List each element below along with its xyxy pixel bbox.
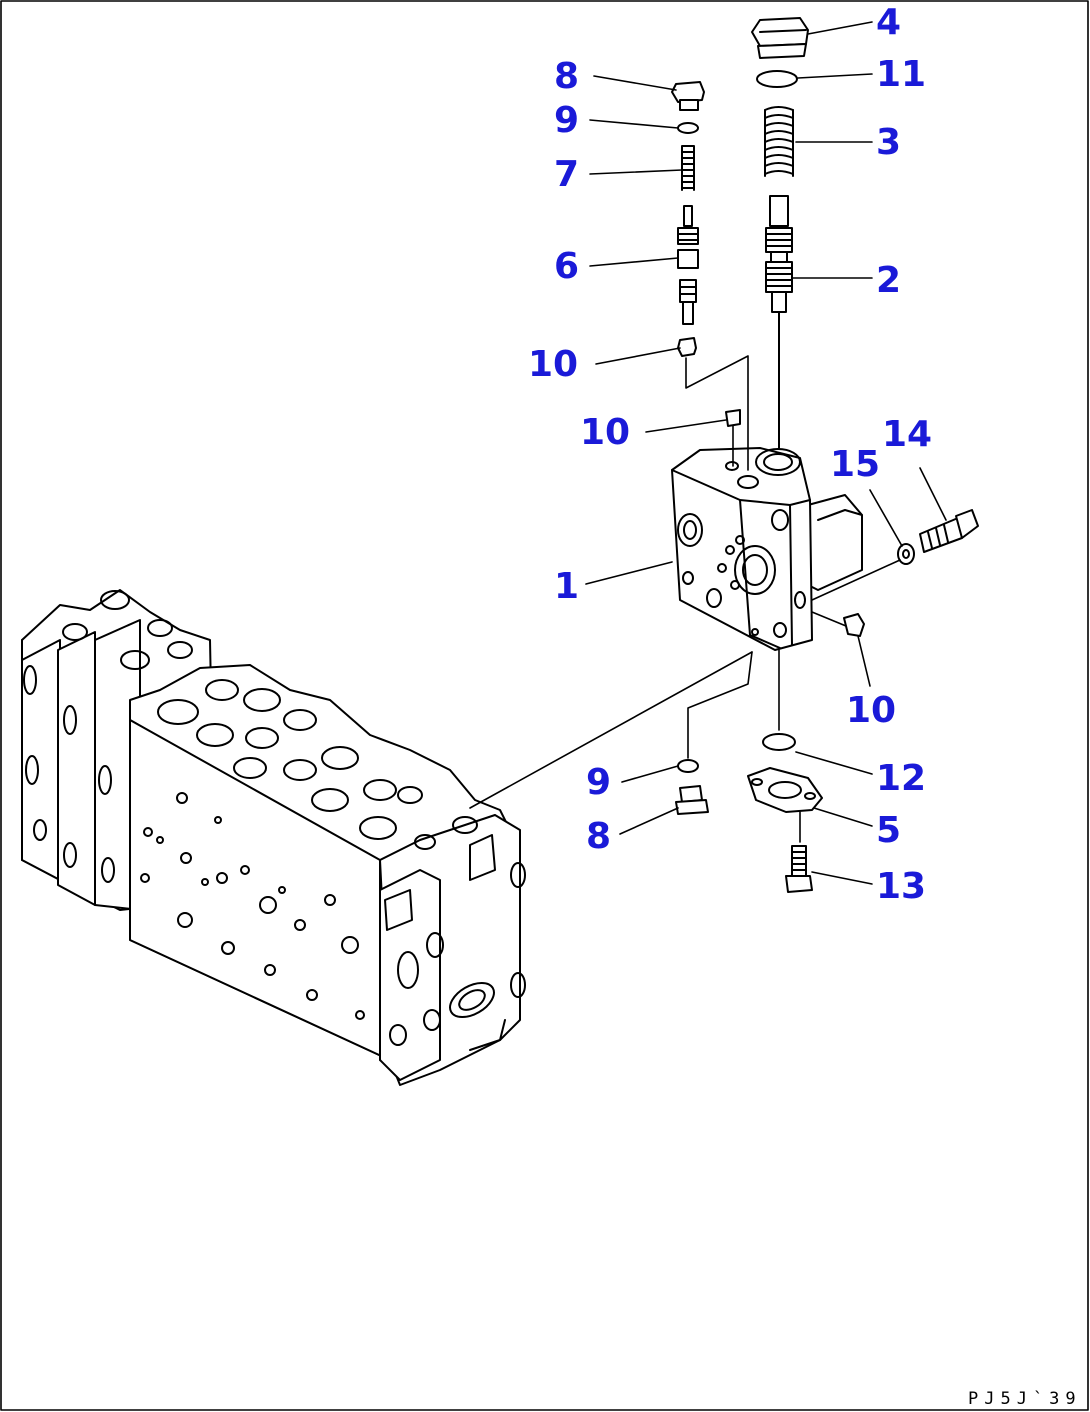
callout-3: 3 bbox=[876, 122, 901, 163]
part-2-spool bbox=[765, 195, 793, 449]
callout-10-a: 10 bbox=[528, 344, 578, 385]
callout-4: 4 bbox=[876, 2, 901, 43]
part-14-bolt bbox=[919, 509, 979, 553]
main-valve-assembly bbox=[21, 589, 526, 1086]
callout-8-top: 8 bbox=[554, 56, 579, 97]
part-7-spring bbox=[681, 145, 695, 191]
callout-10-c: 10 bbox=[846, 690, 896, 731]
callout-9-top: 9 bbox=[554, 100, 579, 141]
callout-1: 1 bbox=[554, 566, 579, 607]
part-10-plug-c bbox=[843, 613, 865, 637]
callout-5: 5 bbox=[876, 810, 901, 851]
part-8-plug-top bbox=[671, 81, 705, 111]
section-block-part-1 bbox=[671, 447, 863, 651]
part-3-spring bbox=[764, 106, 794, 177]
callout-6: 6 bbox=[554, 246, 579, 287]
part-10-plug-b bbox=[725, 409, 741, 427]
callout-2: 2 bbox=[876, 260, 901, 301]
drawing-code: PJ5J`39 bbox=[968, 1389, 1082, 1409]
callout-10-b: 10 bbox=[580, 412, 630, 453]
part-15-washer bbox=[897, 543, 915, 565]
part-12-o-ring bbox=[762, 733, 796, 751]
leader-lines bbox=[585, 21, 947, 885]
part-4-plug bbox=[751, 17, 809, 59]
part-10-plug-a bbox=[677, 337, 697, 357]
part-11-o-ring bbox=[756, 70, 798, 88]
callout-7: 7 bbox=[554, 154, 579, 195]
part-13-bolt bbox=[785, 845, 813, 893]
part-8-plug-bottom bbox=[675, 785, 709, 815]
part-6-valve bbox=[677, 205, 699, 325]
callout-11: 11 bbox=[876, 54, 926, 95]
callout-15: 15 bbox=[830, 444, 880, 485]
part-9-o-ring-bottom bbox=[677, 759, 699, 773]
callout-12: 12 bbox=[876, 758, 926, 799]
part-5-flange bbox=[747, 767, 823, 813]
callout-8-bottom: 8 bbox=[586, 816, 611, 857]
callout-9-bottom: 9 bbox=[586, 762, 611, 803]
callout-14: 14 bbox=[882, 414, 932, 455]
callout-labels: 4 11 8 9 3 7 6 2 10 10 14 15 1 10 9 12 8… bbox=[528, 2, 932, 907]
part-9-o-ring-top bbox=[677, 122, 699, 134]
callout-13: 13 bbox=[876, 866, 926, 907]
